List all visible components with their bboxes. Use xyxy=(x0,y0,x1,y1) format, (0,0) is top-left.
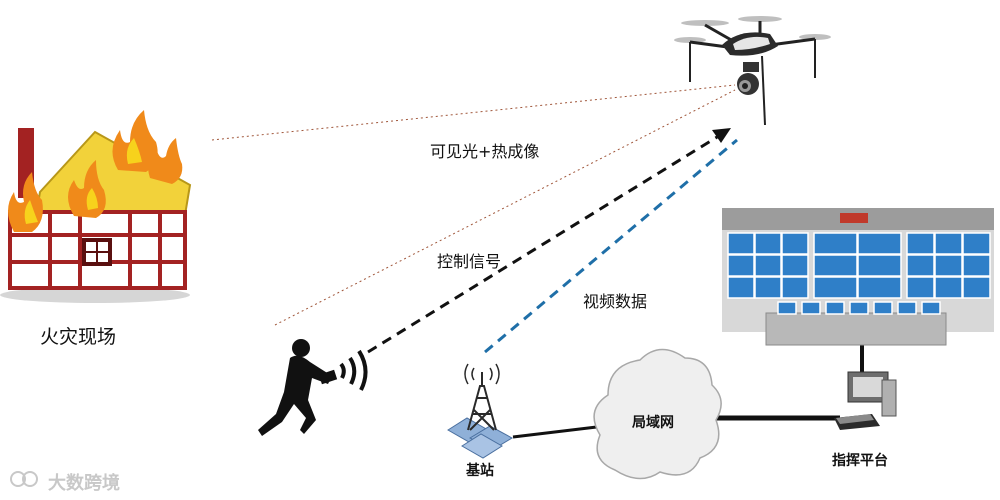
control-signal-link xyxy=(367,128,731,354)
console-monitor xyxy=(873,301,893,315)
label-lan: 局域网 xyxy=(632,415,674,431)
screen-tile xyxy=(934,254,963,277)
watermark-text: 大数跨境 xyxy=(48,473,120,494)
screen-tile xyxy=(727,276,755,299)
label-control-signal: 控制信号 xyxy=(437,252,502,271)
screen-tile xyxy=(934,276,963,299)
label-command-platform: 指挥平台 xyxy=(832,453,888,469)
label-visible-thermal: 可见光+热成像 xyxy=(430,142,540,161)
screen-tile xyxy=(813,276,858,299)
screen-tile xyxy=(813,232,858,255)
radio-tower-icon xyxy=(447,363,514,459)
screen-tile xyxy=(754,232,782,255)
label-base-station: 基站 xyxy=(466,463,494,479)
flame xyxy=(148,138,183,184)
screen-tile xyxy=(781,276,809,299)
video-wall-icon xyxy=(722,208,994,346)
cloud-icon xyxy=(593,348,722,480)
screen-tile xyxy=(754,254,782,277)
console-monitor xyxy=(825,301,845,315)
screen-tile xyxy=(906,232,935,255)
operator-silhouette-icon xyxy=(258,339,338,436)
computer-icon xyxy=(834,371,897,430)
screen-tile xyxy=(962,232,991,255)
console-monitor xyxy=(777,301,797,315)
screen-tile xyxy=(934,232,963,255)
sight-lines xyxy=(211,84,736,326)
link-tower-cloud xyxy=(512,424,606,439)
sight-line-top xyxy=(211,84,736,141)
console-monitor xyxy=(897,301,917,315)
screen-tile xyxy=(857,276,902,299)
label-fire-scene: 火灾现场 xyxy=(40,326,117,348)
screen-tile xyxy=(727,232,755,255)
label-video-data: 视频数据 xyxy=(583,292,648,311)
console-monitor xyxy=(801,301,821,315)
screen-tile xyxy=(857,232,902,255)
console-monitor xyxy=(921,301,941,315)
screen-tile xyxy=(727,254,755,277)
screen-tile xyxy=(781,232,809,255)
screen-tile xyxy=(962,276,991,299)
sight-line-bottom xyxy=(274,89,736,326)
screen-tile xyxy=(781,254,809,277)
burning-house-icon xyxy=(0,110,192,303)
watermark-logo-icon xyxy=(10,471,38,487)
drone-icon xyxy=(674,16,831,126)
screen-tile xyxy=(962,254,991,277)
screen-tile xyxy=(754,276,782,299)
screen-tile xyxy=(906,254,935,277)
console-monitor xyxy=(849,301,869,315)
signal-waves-icon xyxy=(339,349,368,391)
screen-tile xyxy=(857,254,902,277)
screen-tile xyxy=(906,276,935,299)
video-data-link xyxy=(484,138,738,354)
screen-tile xyxy=(813,254,858,277)
control-arrow-head xyxy=(712,128,731,143)
